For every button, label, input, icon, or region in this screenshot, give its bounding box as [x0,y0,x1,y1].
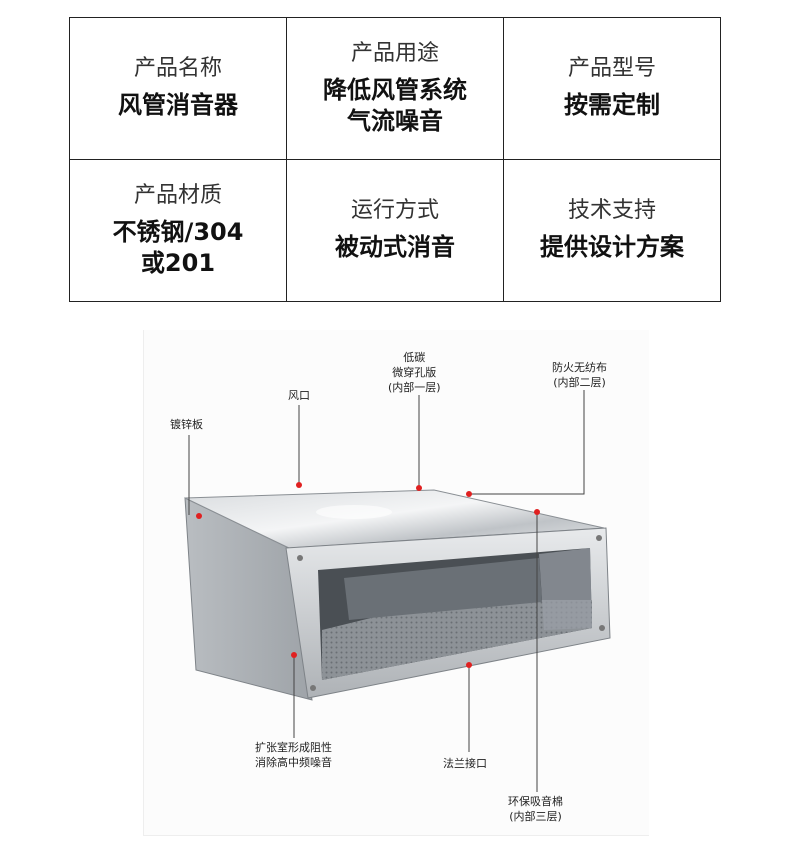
spec-label: 产品型号 [567,56,656,81]
spec-label: 产品材质 [133,182,222,208]
callout-expansion-chamber: 扩张室形成阻性 消除高中频噪音 [255,740,332,770]
callout-text: 法兰接口 [443,757,487,770]
spec-value: 提供设计方案 [540,233,684,261]
callout-text: 风口 [288,389,310,402]
spec-label: 产品用途 [350,40,439,66]
callout-text: 扩张室形成阻性 [255,741,332,754]
callout-text: 防火无纺布 [552,361,607,374]
callout-text: 消除高中频噪音 [255,756,332,769]
spec-value: 或201 [140,248,216,277]
spec-cell-material: 产品材质 不锈钢/304 或201 [69,159,287,302]
spec-label: 技术支持 [567,198,656,223]
callout-dots [196,482,540,668]
callout-sound-cotton: 环保吸音棉 (内部三层) [508,794,563,824]
callout-nonwoven: 防火无纺布 (内部二层) [552,360,607,390]
callout-air-port: 风口 [288,388,310,403]
callout-text: (内部三层) [509,810,562,823]
spec-cell-operation: 运行方式 被动式消音 [286,159,504,302]
spec-cell-support: 技术支持 提供设计方案 [503,159,721,302]
spec-value: 按需定制 [564,91,660,119]
spec-row: 产品材质 不锈钢/304 或201 运行方式 被动式消音 技术支持 提供设计方案 [69,159,721,302]
spec-cell-product-use: 产品用途 降低风管系统 气流噪音 [286,17,504,160]
silencer-illustration [184,390,611,792]
spec-value: 气流噪音 [347,106,443,135]
spec-value: 风管消音器 [118,91,238,119]
callout-text: 低碳 [403,351,426,364]
callout-text: (内部二层) [553,376,606,389]
callout-text: 环保吸音棉 [508,795,563,808]
spec-row: 产品名称 风管消音器 产品用途 降低风管系统 气流噪音 产品型号 按需定制 [69,17,721,160]
spec-label: 运行方式 [350,198,439,223]
callout-perforated-plate: 低碳 微穿孔版 (内部一层) [388,350,441,395]
callout-text: 微穿孔版 [392,366,437,379]
spec-value: 被动式消音 [335,233,455,261]
perforated-liner [322,600,592,680]
spec-value: 不锈钢/304 [112,217,244,246]
spec-cell-product-name: 产品名称 风管消音器 [69,17,287,160]
callout-galvanized-sheet: 镀锌板 [170,417,203,432]
spec-table: 产品名称 风管消音器 产品用途 降低风管系统 气流噪音 产品型号 按需定制 产品… [69,17,721,302]
spec-cell-product-model: 产品型号 按需定制 [503,17,721,160]
spec-label: 产品名称 [133,56,222,81]
product-diagram: 镀锌板 风口 低碳 微穿孔版 (内部一层) 防火无纺布 (内部二层) 扩张室形成… [143,330,649,836]
callout-text: (内部一层) [388,381,441,394]
callout-flange: 法兰接口 [443,756,487,771]
spec-value: 降低风管系统 [323,75,467,104]
callout-text: 镀锌板 [170,418,203,431]
leader-lines [188,390,585,792]
